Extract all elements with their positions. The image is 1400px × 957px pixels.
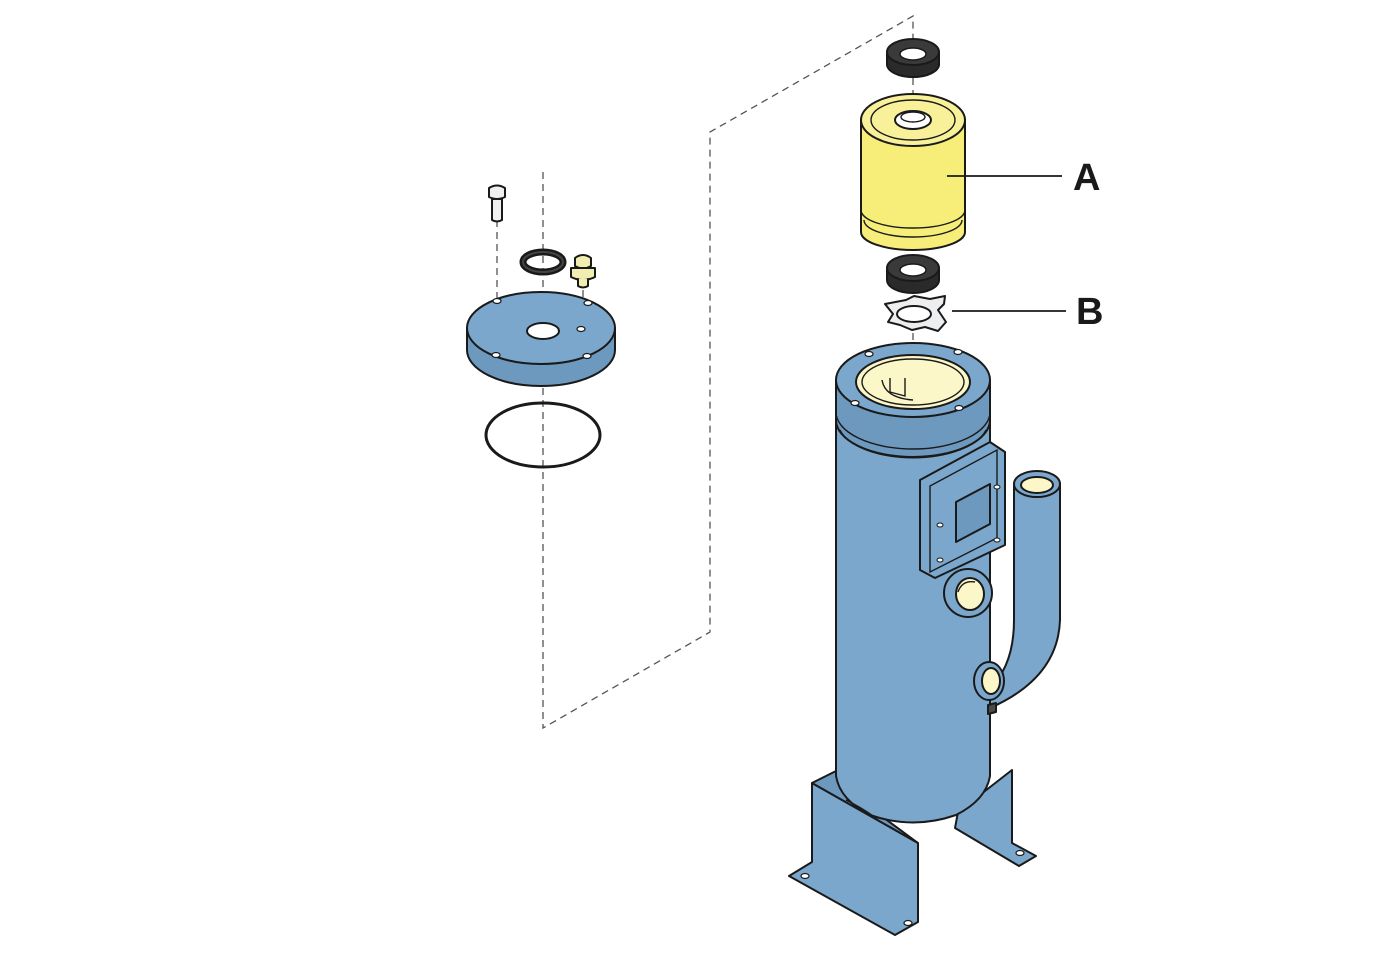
housing-cover [466, 291, 616, 387]
filter-cartridge [860, 93, 966, 251]
cover-o-ring [484, 401, 602, 469]
fitting-washer [519, 248, 567, 276]
bottom-seal [886, 254, 940, 294]
filter-housing [788, 342, 1061, 936]
callout-a-label: A [1073, 157, 1100, 199]
vent-fitting [570, 254, 596, 289]
callout-b-label: B [1076, 291, 1103, 333]
callout-leaders [947, 175, 1066, 312]
cover-bolt [488, 184, 506, 223]
locking-plate [884, 295, 947, 332]
top-seal [886, 38, 940, 78]
